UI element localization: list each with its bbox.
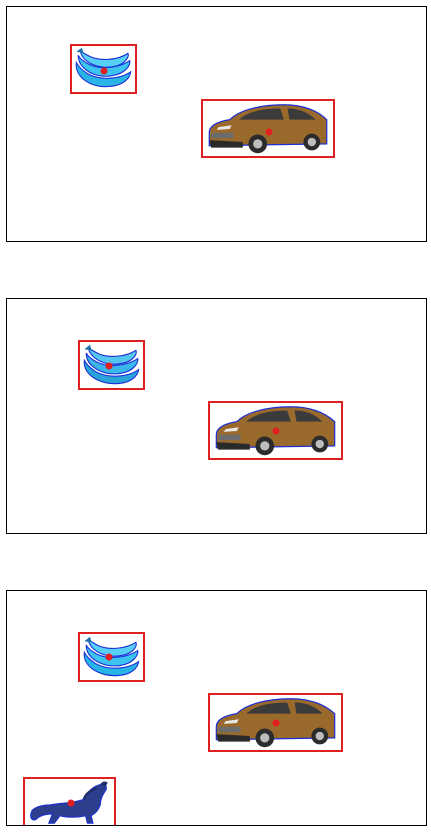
horse-bounding-box — [23, 777, 116, 825]
horse-center-marker — [67, 799, 75, 807]
car-bounding-box — [201, 99, 335, 158]
scene-panel-2 — [6, 298, 427, 534]
banana-icon — [83, 636, 140, 677]
car-bounding-box — [208, 401, 343, 460]
banana-center-marker — [105, 362, 113, 370]
banana-bounding-box — [78, 340, 145, 390]
scene-panel-3 — [6, 590, 427, 826]
banana-bounding-box — [78, 632, 145, 682]
car-bounding-box — [208, 693, 343, 752]
car-icon — [208, 104, 328, 154]
banana-bounding-box — [70, 44, 137, 94]
car-center-marker — [265, 128, 273, 136]
banana-icon — [75, 47, 132, 88]
banana-center-marker — [105, 653, 113, 661]
car-center-marker — [272, 427, 279, 434]
scene-panel-1 — [6, 6, 427, 242]
car-center-marker — [272, 719, 279, 726]
banana-center-marker — [100, 67, 107, 75]
